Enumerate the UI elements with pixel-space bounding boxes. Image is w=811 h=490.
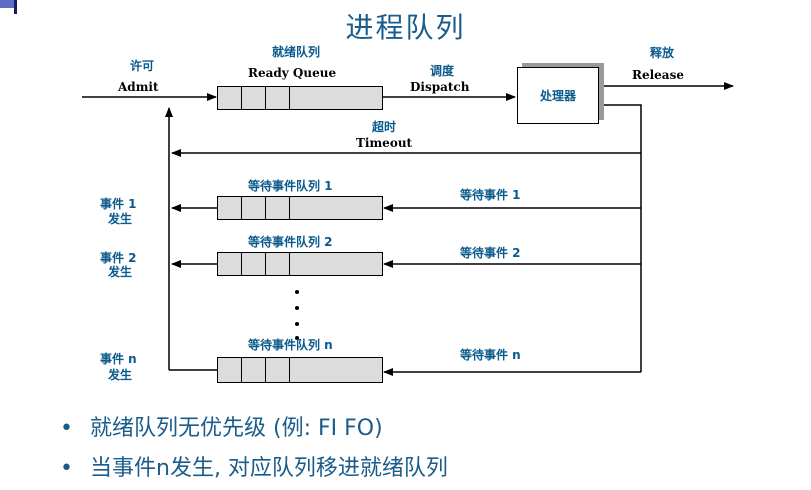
event-2-occur-label-2: 发生 (108, 265, 133, 279)
wait-queue-1-label: 等待事件队列 1 (248, 179, 333, 193)
corner-decoration-bar (14, 0, 17, 14)
wait-queue-2-box (217, 252, 383, 276)
event-n-occur-label-1: 事件 n (100, 352, 137, 366)
dispatch-label-en: Dispatch (410, 80, 470, 94)
admit-label-cn: 许可 (130, 59, 155, 73)
bullet-text: 当事件n发生, 对应队列移进就绪队列 (90, 456, 448, 481)
ellipsis-dot (295, 290, 299, 294)
wait-event-n-label: 等待事件 n (460, 348, 521, 362)
bullet-dot: • (60, 456, 73, 481)
event-1-occur-label-1: 事件 1 (100, 197, 137, 211)
page-title: 进程队列 (345, 11, 466, 44)
release-label-cn: 释放 (650, 46, 675, 60)
processor-exit-line (600, 104, 642, 372)
admit-label-en: Admit (118, 80, 159, 94)
processor-box: 处理器 (517, 67, 599, 124)
timeout-label-en: Timeout (356, 136, 413, 150)
wait-queue-n-box (217, 357, 383, 383)
wait-event-1-label: 等待事件 1 (460, 188, 521, 202)
ready-queue-label-en: Ready Queue (248, 66, 337, 80)
ready-queue-box (217, 86, 383, 110)
bullet-item: • 就绪队列无优先级 (例: FI FO) (60, 410, 448, 442)
bullet-item: • 当事件n发生, 对应队列移进就绪队列 (60, 450, 448, 482)
wait-queue-2-label: 等待事件队列 2 (248, 235, 333, 249)
ready-queue-label-cn: 就绪队列 (272, 45, 321, 59)
ellipsis-dot (295, 322, 299, 326)
dispatch-label-cn: 调度 (430, 64, 455, 78)
bullet-dot: • (60, 416, 73, 441)
corner-decoration (0, 0, 14, 8)
bullet-text: 就绪队列无优先级 (例: FI FO) (90, 416, 383, 441)
release-label-en: Release (632, 68, 684, 82)
wait-queue-1-box (217, 196, 383, 220)
event-2-occur-label-1: 事件 2 (100, 251, 137, 265)
event-n-occur-label-2: 发生 (108, 368, 133, 382)
processor-label: 处理器 (539, 89, 576, 103)
wait-event-2-label: 等待事件 2 (460, 246, 521, 260)
wait-queue-n-label: 等待事件队列 n (248, 338, 333, 352)
event-1-occur-label-2: 发生 (108, 212, 133, 226)
ellipsis-dot (295, 306, 299, 310)
bullet-list: • 就绪队列无优先级 (例: FI FO) • 当事件n发生, 对应队列移进就绪队列 (60, 410, 448, 490)
timeout-label-cn: 超时 (372, 120, 397, 134)
ellipsis-dot (295, 336, 299, 340)
